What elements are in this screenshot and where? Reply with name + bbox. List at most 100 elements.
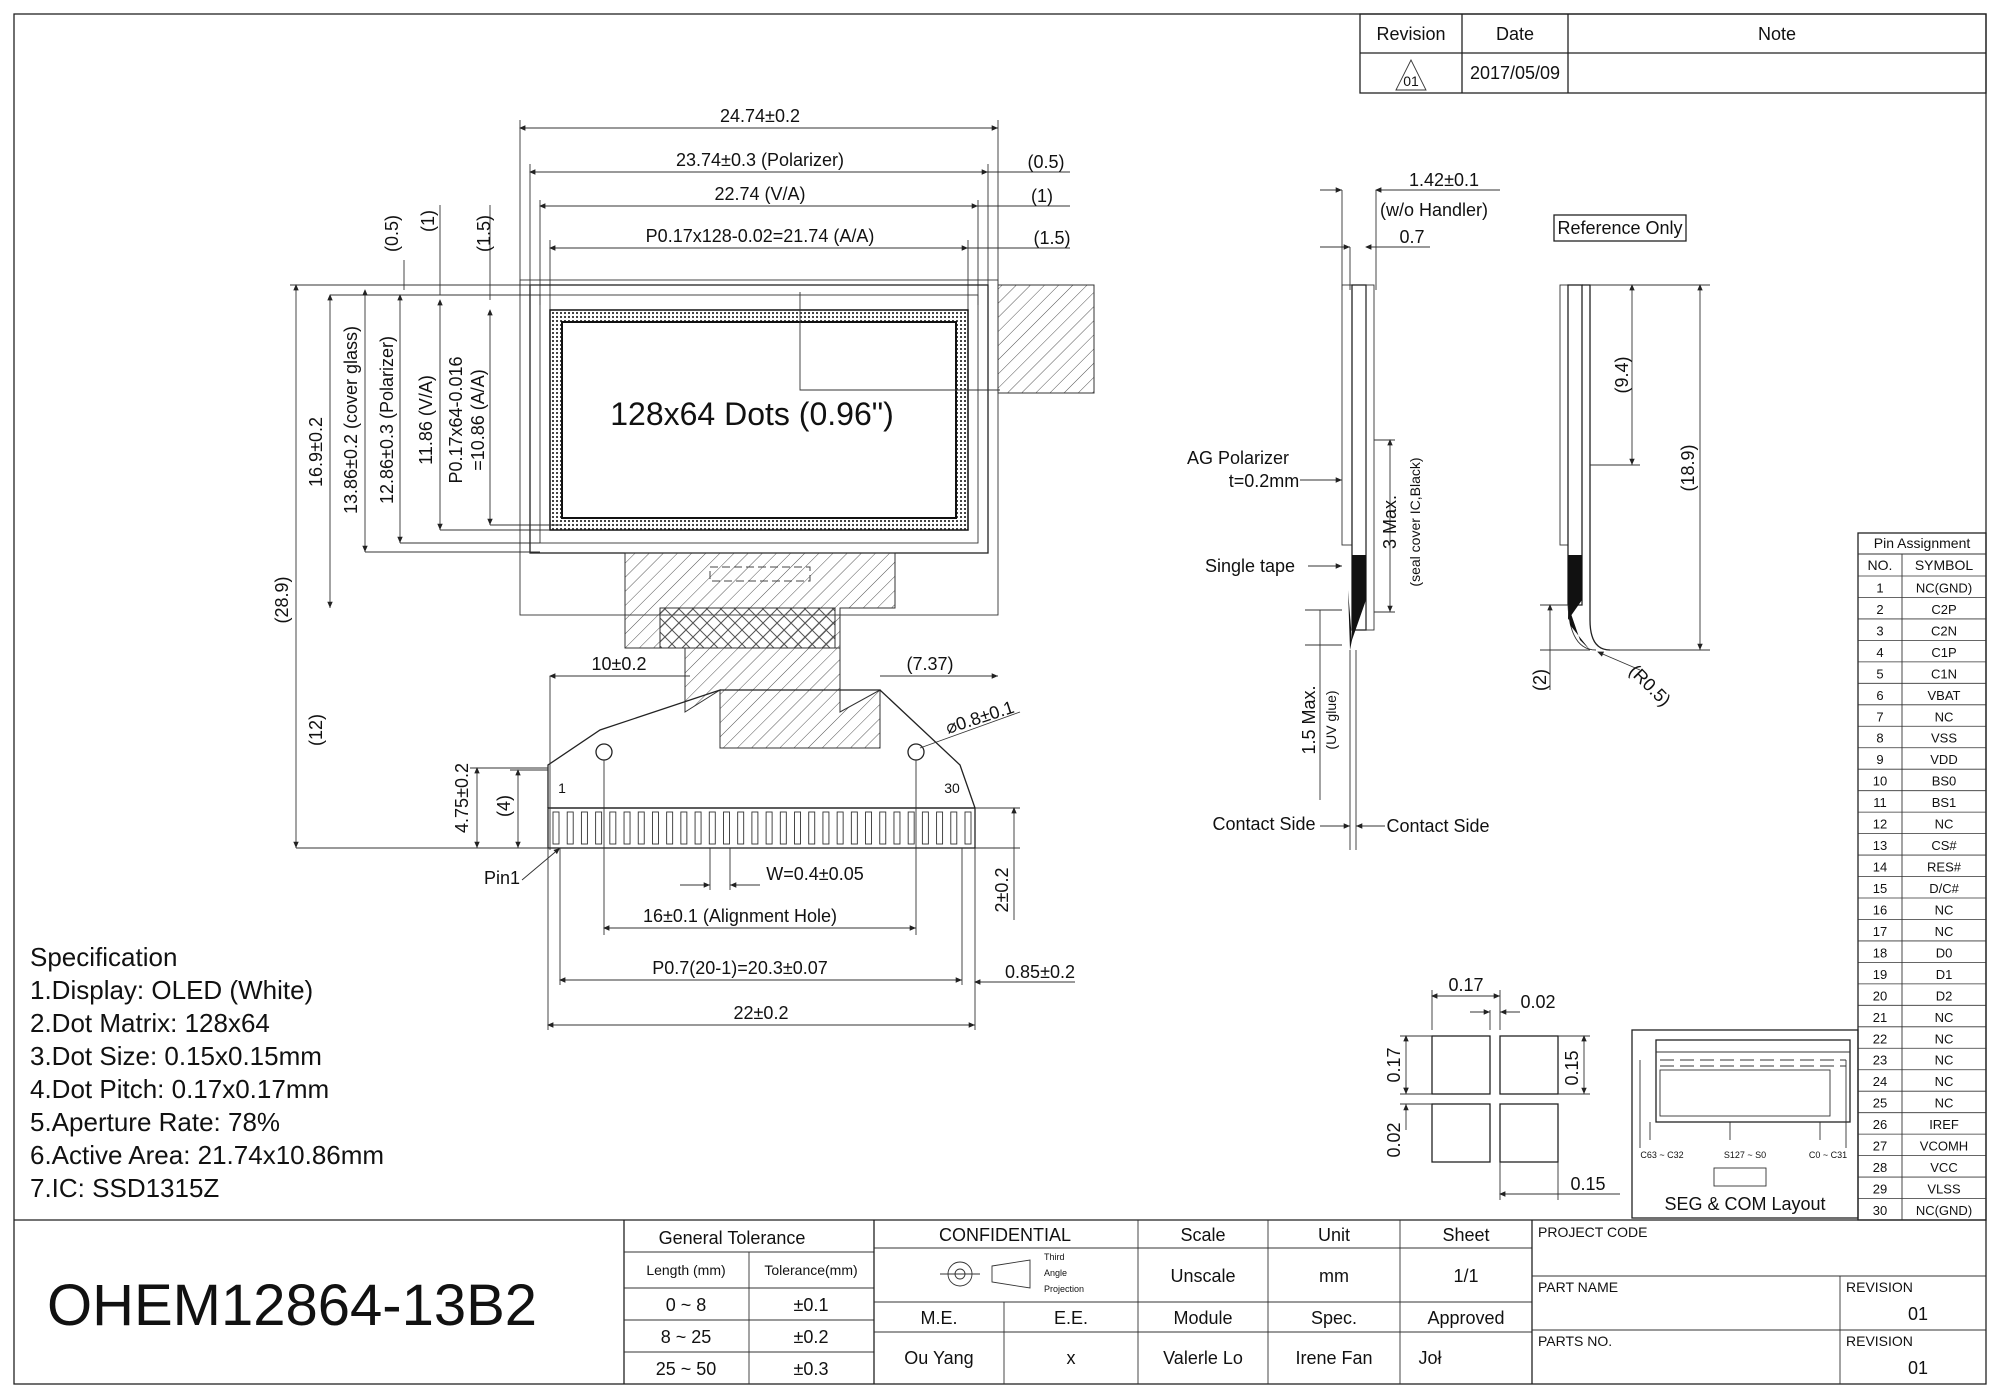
pin-number: 30	[1873, 1203, 1887, 1218]
fpc-pin	[694, 811, 702, 845]
pin-symbol: C1P	[1931, 645, 1956, 660]
unit-label: Unit	[1318, 1225, 1350, 1245]
fpc-pin	[865, 811, 873, 845]
name-spec: Irene Fan	[1295, 1348, 1372, 1368]
seal-note: (seal cover IC,Black)	[1407, 457, 1423, 586]
sheet-label: Sheet	[1442, 1225, 1489, 1245]
dim-top-15: (1.5)	[474, 215, 494, 252]
dim-002-top: 0.02	[1520, 992, 1555, 1012]
fpc-pin	[723, 811, 730, 845]
pin-symbol: NC	[1935, 1010, 1954, 1025]
fpc-pin	[907, 811, 915, 845]
pin-symbol: VLSS	[1927, 1182, 1961, 1197]
alignment-hole-left	[595, 743, 613, 761]
dim-height-total: 16.9±0.2	[306, 417, 326, 487]
dim-va-height: 11.86 (V/A)	[416, 375, 436, 465]
pin-number: 18	[1873, 945, 1887, 960]
pin-symbol: NC(GND)	[1916, 1203, 1972, 1218]
pin-number: 27	[1873, 1139, 1887, 1154]
dim-va-width: 22.74 (V/A)	[714, 184, 805, 204]
model-number: OHEM12864-13B2	[47, 1273, 537, 1338]
dim-002-left: 0.02	[1384, 1122, 1404, 1157]
pin-symbol: BS0	[1932, 774, 1957, 789]
spec-item-1: 1.Display: OLED (White)	[30, 975, 313, 1005]
pin-number: 2	[1876, 602, 1883, 617]
tol-row2-value: ±0.2	[794, 1327, 829, 1347]
spec-item-2: 2.Dot Matrix: 128x64	[30, 1008, 270, 1038]
pin-number: 15	[1873, 881, 1887, 896]
fpc-pin	[950, 811, 958, 845]
pin-first-label: 1	[558, 780, 566, 796]
fpc-pin	[936, 811, 944, 845]
reference-only-box	[1553, 214, 1687, 242]
pin-symbol: D1	[1936, 967, 1953, 982]
projection-line-1: Third	[1044, 1252, 1065, 1262]
dim-2: 2±0.2	[992, 868, 1012, 913]
display-label: 128x64 Dots (0.96")	[610, 396, 894, 432]
seg-label-right: C0 ~ C31	[1809, 1150, 1847, 1160]
ag-polarizer-thickness: t=0.2mm	[1229, 471, 1300, 491]
fpc-pin	[737, 811, 745, 845]
dim-085: 0.85±0.2	[1005, 962, 1075, 982]
revision-header: Revision	[1376, 24, 1445, 44]
dim-22: 22±0.2	[734, 1003, 789, 1023]
projection-cone-icon	[991, 1259, 1031, 1289]
pin-number: 6	[1876, 688, 1883, 703]
pin-symbol: D/C#	[1929, 881, 1959, 896]
revision-value-2: 01	[1908, 1358, 1928, 1378]
confidential-label: CONFIDENTIAL	[939, 1225, 1071, 1245]
fpc-pin	[651, 811, 659, 845]
dim-015-right: 0.15	[1562, 1050, 1582, 1085]
dim-189: (18.9)	[1678, 444, 1698, 491]
dim-aa-height-2: =10.86 (A/A)	[468, 369, 488, 471]
role-ee: E.E.	[1054, 1308, 1088, 1328]
dim-07: 0.7	[1399, 227, 1424, 247]
scale-value: Unscale	[1170, 1266, 1235, 1286]
fpc-pin	[552, 811, 560, 845]
projection-line-2: Angle	[1044, 1268, 1067, 1278]
pin-last-label: 30	[944, 780, 960, 796]
dim-94: (9.4)	[1612, 356, 1632, 393]
dim-475: 4.75±0.2	[452, 763, 472, 833]
pin-number: 3	[1876, 623, 1883, 638]
pin-symbol: NC	[1935, 709, 1954, 724]
pin-number: 17	[1873, 924, 1887, 939]
dim-cover-glass: 13.86±0.2 (cover glass)	[341, 326, 361, 514]
dim-total-width: 24.74±0.2	[720, 106, 800, 126]
contact-side-left: Contact Side	[1212, 814, 1315, 834]
dim-polarizer-width: 23.74±0.3 (Polarizer)	[676, 150, 844, 170]
tol-length-header: Length (mm)	[646, 1262, 725, 1278]
single-tape-label: Single tape	[1205, 556, 1295, 576]
fpc-pin	[765, 811, 773, 845]
dim-top-1: (1)	[418, 210, 438, 232]
pin-number: 8	[1876, 731, 1883, 746]
pin-number: 9	[1876, 752, 1883, 767]
dim-pitch: P0.7(20-1)=20.3±0.07	[652, 958, 828, 978]
revision-table: Revision Date Note 01 2017/05/09	[1359, 13, 1987, 94]
fpc-pin	[580, 811, 588, 845]
name-me: Ou Yang	[904, 1348, 973, 1368]
pin-symbol: D0	[1936, 945, 1953, 960]
pin-symbol: D2	[1936, 988, 1953, 1003]
active-area	[561, 321, 957, 519]
spec-item-5: 5.Aperture Rate: 78%	[30, 1107, 280, 1137]
pin-number: 26	[1873, 1117, 1887, 1132]
contact-side-right: Contact Side	[1386, 816, 1489, 836]
pin-number: 25	[1873, 1096, 1887, 1111]
role-me: M.E.	[920, 1308, 957, 1328]
pin-symbol: NC	[1935, 902, 1954, 917]
fpc-neck	[684, 647, 881, 749]
fpc-pin	[836, 811, 844, 845]
dim-3max: 3 Max.	[1380, 495, 1400, 549]
project-code-label: PROJECT CODE	[1538, 1224, 1647, 1240]
pin-symbol: NC	[1935, 1053, 1954, 1068]
revision-label-1: REVISION	[1846, 1279, 1913, 1295]
pin-symbol-header: SYMBOL	[1915, 557, 1974, 573]
revision-value: 01	[1403, 73, 1419, 89]
pin-symbol: BS1	[1932, 795, 1957, 810]
pin-number: 20	[1873, 988, 1887, 1003]
fpc-outline	[547, 689, 976, 809]
seg-com-title: SEG & COM Layout	[1664, 1194, 1825, 1214]
pin-number: 7	[1876, 709, 1883, 724]
pin-symbol: VCC	[1930, 1160, 1957, 1175]
